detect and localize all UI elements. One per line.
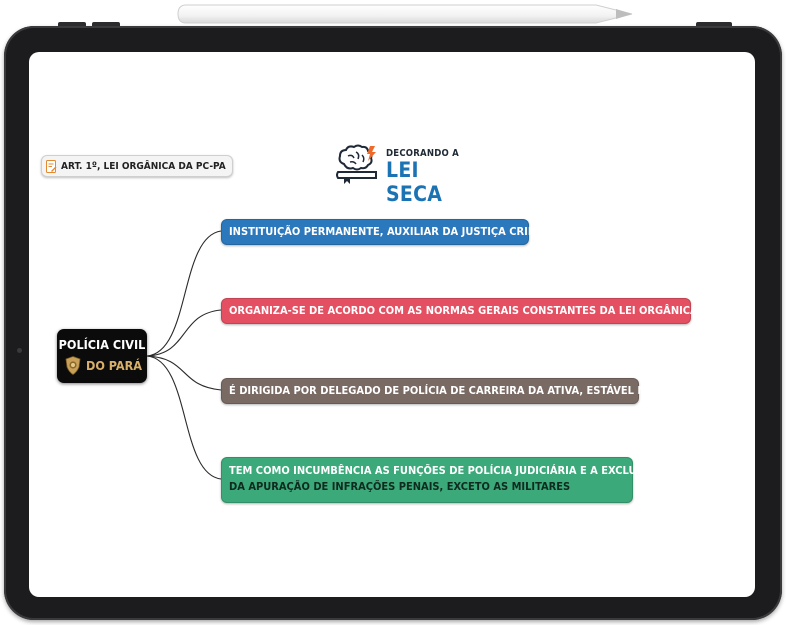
central-topic[interactable]: POLÍCIA CIVIL DO PARÁ (57, 329, 147, 383)
topic-node-organization[interactable]: ORGANIZA-SE DE ACORDO COM AS NORMAS GERA… (221, 298, 754, 324)
brain-book-lightning-icon (336, 144, 377, 184)
topic-label-line2: DA APURAÇÃO DE INFRAÇÕES PENAIS, EXCETO … (229, 480, 571, 493)
topic-label-line1: TEM COMO INCUMBÊNCIA AS FUNÇÕES DE POLÍC… (229, 464, 690, 477)
apple-pencil-icon (177, 4, 633, 24)
topic-node-institution[interactable]: INSTITUIÇÃO PERMANENTE, AUXILIAR DA JUST… (221, 219, 564, 245)
article-reference-label: ART. 1º, LEI ORGÂNICA DA PC-PA (61, 160, 226, 172)
edit-document-icon (46, 159, 57, 173)
topic-label: É DIRIGIDA POR DELEGADO DE POLÍCIA DE CA… (229, 384, 697, 397)
connector-line (146, 355, 222, 391)
topic-label: ORGANIZA-SE DE ACORDO COM AS NORMAS GERA… (229, 304, 754, 317)
connector-line (146, 309, 222, 357)
topic-node-duties[interactable]: TEM COMO INCUMBÊNCIA AS FUNÇÕES DE POLÍC… (221, 457, 690, 503)
police-badge-icon (65, 356, 81, 375)
article-reference-tag[interactable]: ART. 1º, LEI ORGÂNICA DA PC-PA (41, 155, 233, 177)
connector-line (146, 355, 222, 480)
camera-icon (17, 348, 22, 353)
power-button (696, 22, 732, 26)
branch-connectors (146, 230, 222, 480)
logo: DECORANDO A LEI SECA (336, 142, 460, 206)
topic-label: INSTITUIÇÃO PERMANENTE, AUXILIAR DA JUST… (229, 225, 564, 238)
central-topic-line1: POLÍCIA CIVIL (58, 337, 146, 352)
connector-line (146, 230, 222, 357)
central-topic-line2: DO PARÁ (86, 358, 142, 373)
topic-node-direction[interactable]: É DIRIGIDA POR DELEGADO DE POLÍCIA DE CA… (221, 378, 697, 404)
volume-button (58, 22, 86, 26)
logo-title: LEI SECA (386, 158, 443, 206)
logo-small-text: DECORANDO A (386, 148, 459, 159)
mind-map-canvas: ART. 1º, LEI ORGÂNICA DA PC-PA DECORANDO… (29, 52, 755, 597)
volume-button (92, 22, 120, 26)
